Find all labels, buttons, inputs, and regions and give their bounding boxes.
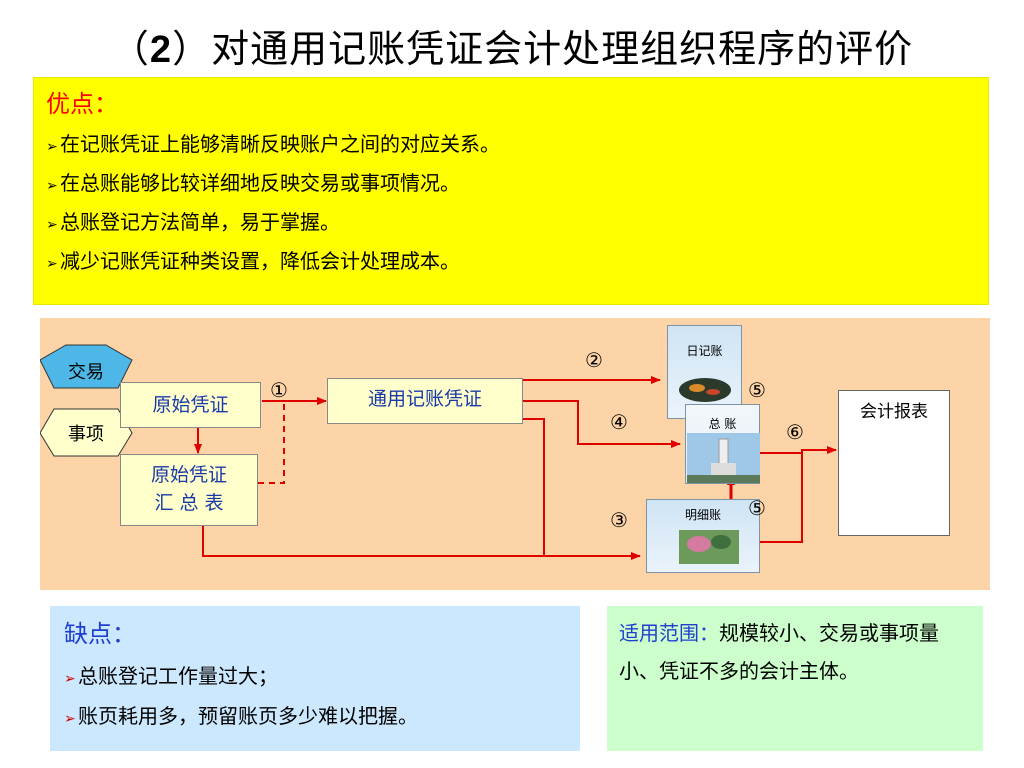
scope-label: 适用范围： bbox=[619, 621, 719, 645]
journal-book: 日记账 bbox=[667, 325, 742, 419]
step-2-label: ② bbox=[585, 348, 603, 372]
advantage-text: 总账登记方法简单，易于掌握。 bbox=[60, 210, 340, 234]
step-6-label: ⑥ bbox=[786, 420, 804, 444]
advantage-item: ➢总账登记方法简单，易于掌握。 bbox=[46, 204, 976, 243]
step-4-label: ④ bbox=[610, 410, 628, 434]
financial-report-box: 会计报表 bbox=[838, 390, 950, 536]
advantage-text: 在总账能够比较详细地反映交易或事项情况。 bbox=[60, 171, 460, 195]
event-label: 事项 bbox=[68, 424, 104, 445]
bullet-icon: ➢ bbox=[46, 139, 58, 155]
disadvantages-heading: 缺点： bbox=[64, 620, 136, 648]
title-number: 2 bbox=[149, 29, 173, 71]
original-summary-box: 原始凭证 汇 总 表 bbox=[120, 454, 258, 526]
process-flow-diagram: 交易 事项 原始凭证 原始凭证 汇 总 表 通用记账凭证 日记账 总 账 明细账 bbox=[40, 318, 990, 590]
advantage-text: 在记账凭证上能够清晰反映账户之间的对应关系。 bbox=[60, 132, 500, 156]
disadvantages-panel: 缺点： ➢总账登记工作量过大； ➢账页耗用多，预留账页多少难以把握。 bbox=[50, 606, 580, 751]
ledger-label: 总 账 bbox=[708, 417, 737, 431]
subledger-cover-image bbox=[679, 530, 739, 564]
advantage-item: ➢减少记账凭证种类设置，降低会计处理成本。 bbox=[46, 243, 976, 282]
trade-shape bbox=[40, 344, 133, 389]
title-text: ）对通用记账凭证会计处理组织程序的评价 bbox=[172, 27, 914, 71]
step-5-label-top: ⑤ bbox=[748, 378, 766, 402]
bullet-icon: ➢ bbox=[64, 711, 76, 727]
step-1-label: ① bbox=[270, 378, 288, 402]
step-5-label-bottom: ⑤ bbox=[748, 496, 766, 520]
scope-text: 规模较小、交易或事项量小、凭证不多的会计主体。 bbox=[619, 621, 939, 683]
advantage-item: ➢在总账能够比较详细地反映交易或事项情况。 bbox=[46, 165, 976, 204]
bullet-icon: ➢ bbox=[46, 256, 58, 272]
disadvantage-text: 账页耗用多，预留账页多少难以把握。 bbox=[78, 704, 418, 728]
event-shape bbox=[40, 408, 133, 457]
disadvantage-item: ➢账页耗用多，预留账页多少难以把握。 bbox=[64, 698, 566, 738]
original-voucher-box: 原始凭证 bbox=[120, 382, 261, 428]
bullet-icon: ➢ bbox=[46, 217, 58, 233]
journal-label: 日记账 bbox=[686, 344, 723, 358]
trade-label: 交易 bbox=[68, 362, 104, 383]
ledger-book: 总 账 bbox=[685, 404, 760, 484]
bullet-icon: ➢ bbox=[64, 671, 76, 687]
summary-line-2: 汇 总 表 bbox=[154, 492, 224, 514]
general-voucher-box: 通用记账凭证 bbox=[327, 378, 523, 424]
disadvantage-text: 总账登记工作量过大； bbox=[78, 664, 278, 688]
advantage-item: ➢在记账凭证上能够清晰反映账户之间的对应关系。 bbox=[46, 126, 976, 165]
advantage-text: 减少记账凭证种类设置，降低会计处理成本。 bbox=[60, 249, 460, 273]
bullet-icon: ➢ bbox=[46, 178, 58, 194]
advantages-panel: 优点： ➢在记账凭证上能够清晰反映账户之间的对应关系。 ➢在总账能够比较详细地反… bbox=[33, 77, 989, 305]
applicable-scope-panel: 适用范围：规模较小、交易或事项量小、凭证不多的会计主体。 bbox=[607, 606, 983, 751]
title-prefix: （ bbox=[110, 27, 150, 71]
subledger-label: 明细账 bbox=[684, 508, 721, 522]
disadvantage-item: ➢总账登记工作量过大； bbox=[64, 658, 566, 698]
subledger-book: 明细账 bbox=[646, 499, 760, 573]
journal-cover-image bbox=[679, 378, 731, 402]
advantages-heading: 优点： bbox=[46, 90, 118, 118]
step-3-label: ③ bbox=[610, 508, 628, 532]
page-title: （2）对通用记账凭证会计处理组织程序的评价 bbox=[0, 18, 1024, 73]
summary-line-1: 原始凭证 bbox=[150, 464, 227, 486]
ledger-cover-image bbox=[687, 433, 760, 483]
